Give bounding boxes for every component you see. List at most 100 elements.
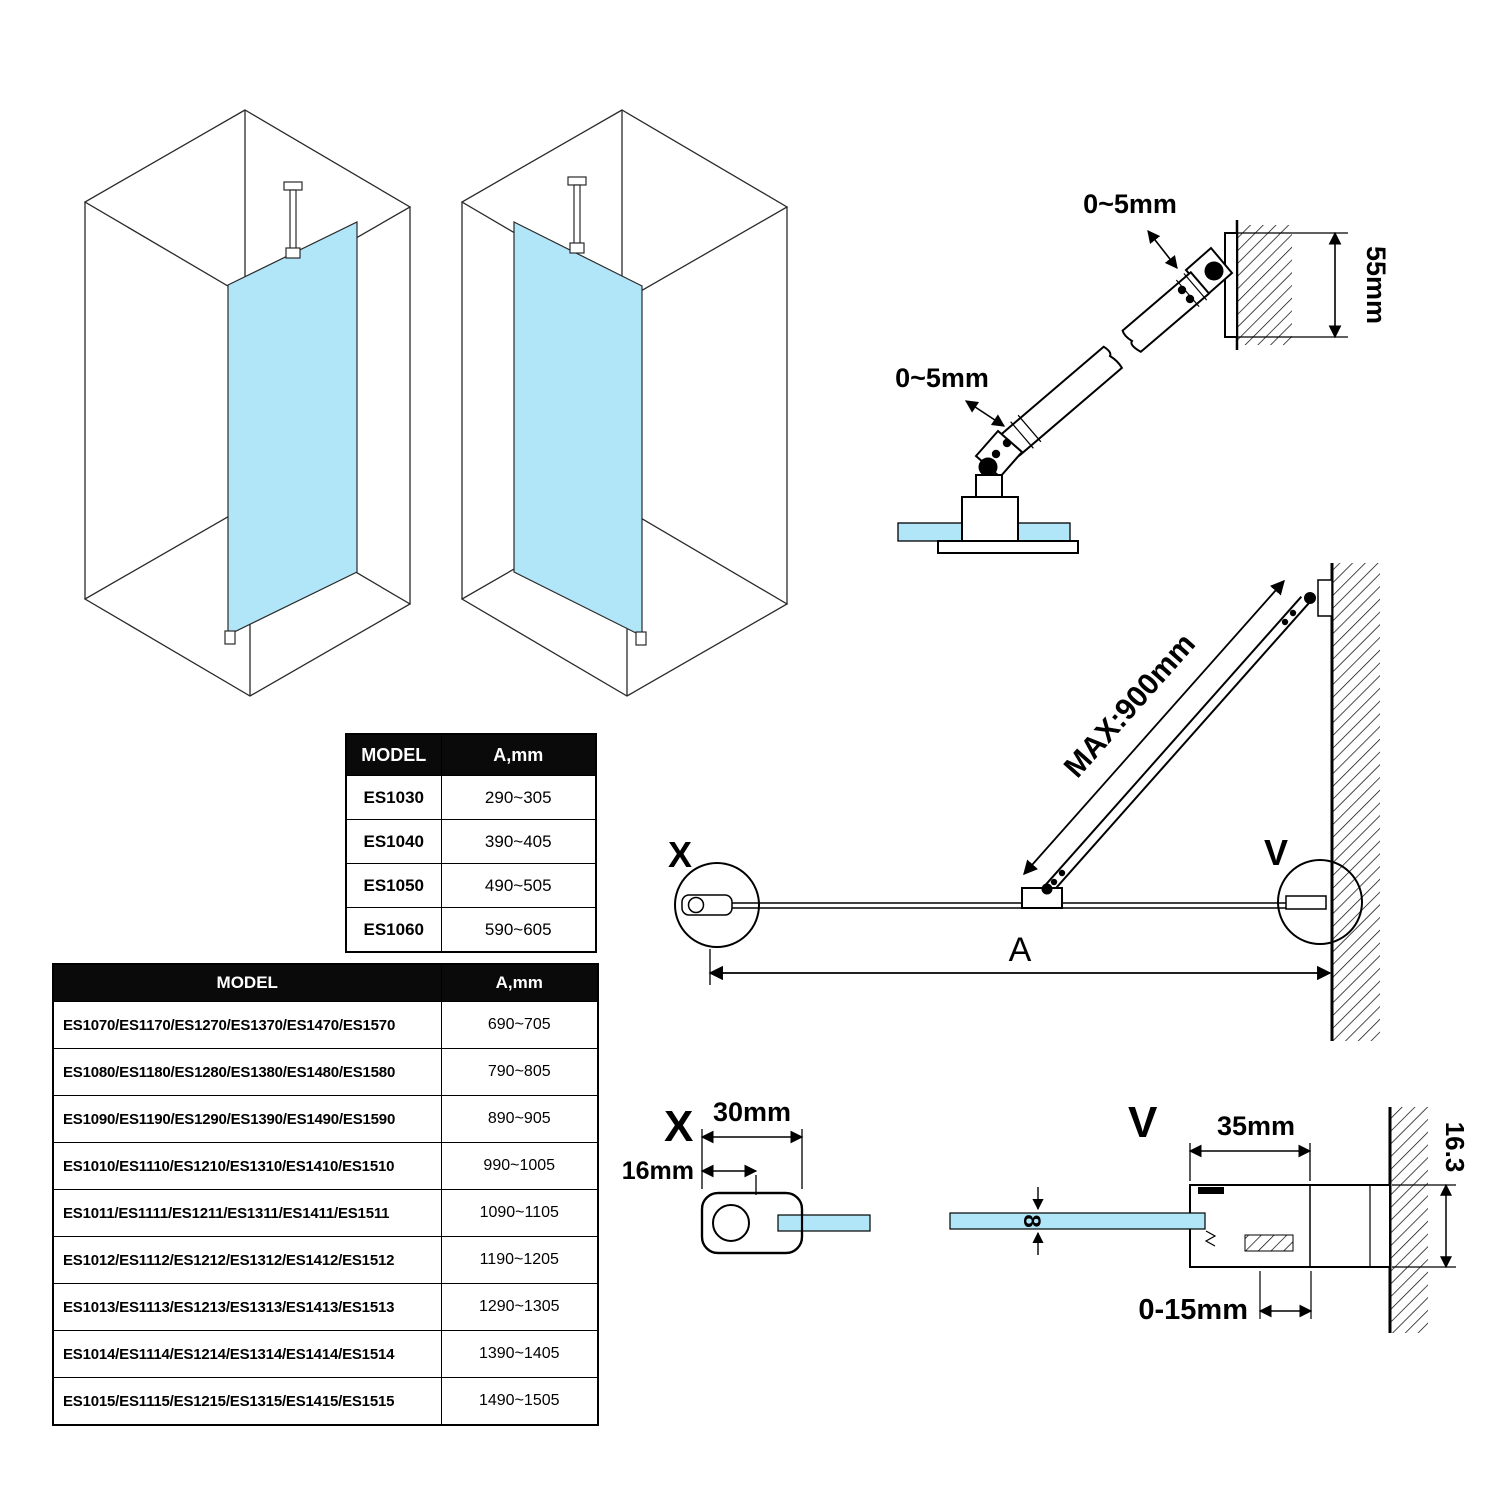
value-cell: 390~405 (440, 819, 597, 864)
glass-foot (224, 630, 236, 645)
top-pivot (1204, 261, 1224, 281)
label-wall-plate-height: 55mm (1361, 246, 1391, 324)
label-adjust-range: 0-15mm (1138, 1294, 1248, 1326)
glass-panel (513, 221, 643, 637)
gap-arrow-bottom (964, 400, 1006, 427)
section-x-title: X (664, 1102, 693, 1151)
wall-profile-body (1189, 1184, 1391, 1268)
support-bar (974, 246, 1234, 479)
gasket-teeth (1204, 1230, 1217, 1247)
glass-foot (635, 631, 647, 646)
support-bar-section (712, 1204, 750, 1242)
table-row: ES1040 390~405 (345, 819, 597, 864)
table-row: ES1080/ES1180/ES1280/ES1380/ES1480/ES158… (52, 1048, 599, 1096)
model-cell: ES1090/ES1190/ES1290/ES1390/ES1490/ES159… (52, 1095, 442, 1143)
value-cell: 1190~1205 (440, 1236, 599, 1284)
model-cell: ES1070/ES1170/ES1270/ES1370/ES1470/ES157… (52, 1001, 442, 1049)
wall-hatching (1237, 225, 1292, 345)
bar-bottom-pivot (1041, 883, 1053, 895)
table-row: ES1014/ES1114/ES1214/ES1314/ES1414/ES151… (52, 1330, 599, 1378)
model-cell: ES1012/ES1112/ES1212/ES1312/ES1412/ES151… (52, 1236, 442, 1284)
section-detail-x: X 30mm 16mm (622, 1097, 871, 1255)
column-header-a: A,mm (440, 963, 599, 1002)
table-row: ES1090/ES1190/ES1290/ES1390/ES1490/ES159… (52, 1095, 599, 1143)
value-cell: 790~805 (440, 1048, 599, 1096)
label-callout-x: X (668, 834, 692, 875)
model-cell: ES1050 (345, 863, 442, 908)
model-cell: ES1011/ES1111/ES1211/ES1311/ES1411/ES151… (52, 1189, 442, 1237)
glass-strip (777, 1214, 871, 1232)
adjust-range-dimension (1258, 1271, 1313, 1319)
support-rod (567, 176, 587, 254)
label-bar-width: 16mm (622, 1157, 694, 1185)
model-cell: ES1015/ES1115/ES1215/ES1315/ES1415/ES151… (52, 1377, 442, 1426)
overall-width-dimension (700, 1129, 804, 1189)
label-overall-width: 30mm (713, 1097, 791, 1127)
iso-drawing-left (83, 109, 412, 697)
section-detail-v: V 35mm 16.3 8 0-15mm (949, 1098, 1470, 1333)
table-row: ES1012/ES1112/ES1212/ES1312/ES1412/ES151… (52, 1236, 599, 1284)
table-row: ES1050 490~505 (345, 863, 597, 908)
glass-strip-right (1017, 522, 1071, 542)
model-cell: ES1030 (345, 775, 442, 820)
gap-arrow-top (1147, 229, 1178, 270)
table-header-row: MODEL A,mm (52, 963, 599, 1002)
gap-ticks (1010, 273, 1208, 449)
end-cap-bar-mini (687, 896, 705, 914)
wall-plate-height-dimension (1225, 231, 1348, 339)
column-header-model: MODEL (52, 963, 442, 1002)
glass-strip (949, 1212, 1206, 1230)
wall-profile-mini (1285, 895, 1327, 910)
label-gap-top: 0~5mm (1083, 189, 1177, 219)
clamp-base-plate (937, 540, 1079, 554)
rod-ceiling-mount (567, 176, 587, 186)
end-cap-mini (681, 894, 733, 916)
label-span: A (1009, 931, 1032, 969)
profile-hatched-block (1244, 1234, 1294, 1252)
bolt (1281, 618, 1289, 626)
value-cell: 1090~1105 (440, 1189, 599, 1237)
wall-hatching (1390, 1107, 1428, 1333)
model-cell: ES1080/ES1180/ES1280/ES1380/ES1480/ES158… (52, 1048, 442, 1096)
table-row: ES1015/ES1115/ES1215/ES1315/ES1415/ES151… (52, 1377, 599, 1426)
end-clamp-outline (700, 1191, 804, 1255)
value-cell: 690~705 (440, 1001, 599, 1049)
table-header-row: MODEL A,mm (345, 733, 597, 776)
value-cell: 1490~1505 (440, 1377, 599, 1426)
callout-circle-x (674, 862, 760, 948)
column-header-model: MODEL (345, 733, 442, 776)
label-bar-max-length: MAX:900mm (1058, 627, 1202, 784)
bolt (1185, 294, 1195, 304)
column-header-a: A,mm (440, 733, 597, 776)
glass-strip-left (897, 522, 963, 542)
callout-circle-v (1277, 859, 1363, 945)
model-cell: ES1014/ES1114/ES1214/ES1314/ES1414/ES151… (52, 1330, 442, 1378)
iso-drawing-right (460, 109, 789, 697)
bolt (1058, 869, 1066, 877)
bar-wall-plate (1317, 579, 1333, 617)
rod-glass-clamp (569, 242, 585, 254)
bolt (1177, 285, 1187, 295)
bolt (1050, 878, 1058, 886)
label-gap-bottom: 0~5mm (895, 363, 989, 393)
bolt (1289, 609, 1297, 617)
table-row: ES1013/ES1113/ES1213/ES1313/ES1413/ES151… (52, 1283, 599, 1331)
value-cell: 290~305 (440, 775, 597, 820)
bar-length-dimension (1023, 579, 1285, 876)
label-glass-thickness: 8 (1018, 1214, 1045, 1227)
table-row: ES1011/ES1111/ES1211/ES1311/ES1411/ES151… (52, 1189, 599, 1237)
value-cell: 990~1005 (440, 1142, 599, 1190)
bar-top-pivot (1304, 592, 1316, 604)
label-profile-height: 16.3 (1440, 1122, 1470, 1173)
small-model-table: MODEL A,mm ES1030 290~305 ES1040 390~405… (345, 733, 597, 953)
value-cell: 490~505 (440, 863, 597, 908)
large-model-table: MODEL A,mm ES1070/ES1170/ES1270/ES1370/E… (52, 963, 599, 1426)
support-rod (283, 181, 303, 259)
model-cell: ES1060 (345, 907, 442, 953)
bolt (1002, 438, 1012, 448)
bracket-detail-drawing: 55mm 0~5mm 0~5mm (895, 189, 1391, 554)
value-cell: 590~605 (440, 907, 597, 953)
glass-panel (227, 221, 358, 636)
table-row: ES1010/ES1110/ES1210/ES1310/ES1410/ES151… (52, 1142, 599, 1190)
label-callout-v: V (1264, 832, 1288, 873)
